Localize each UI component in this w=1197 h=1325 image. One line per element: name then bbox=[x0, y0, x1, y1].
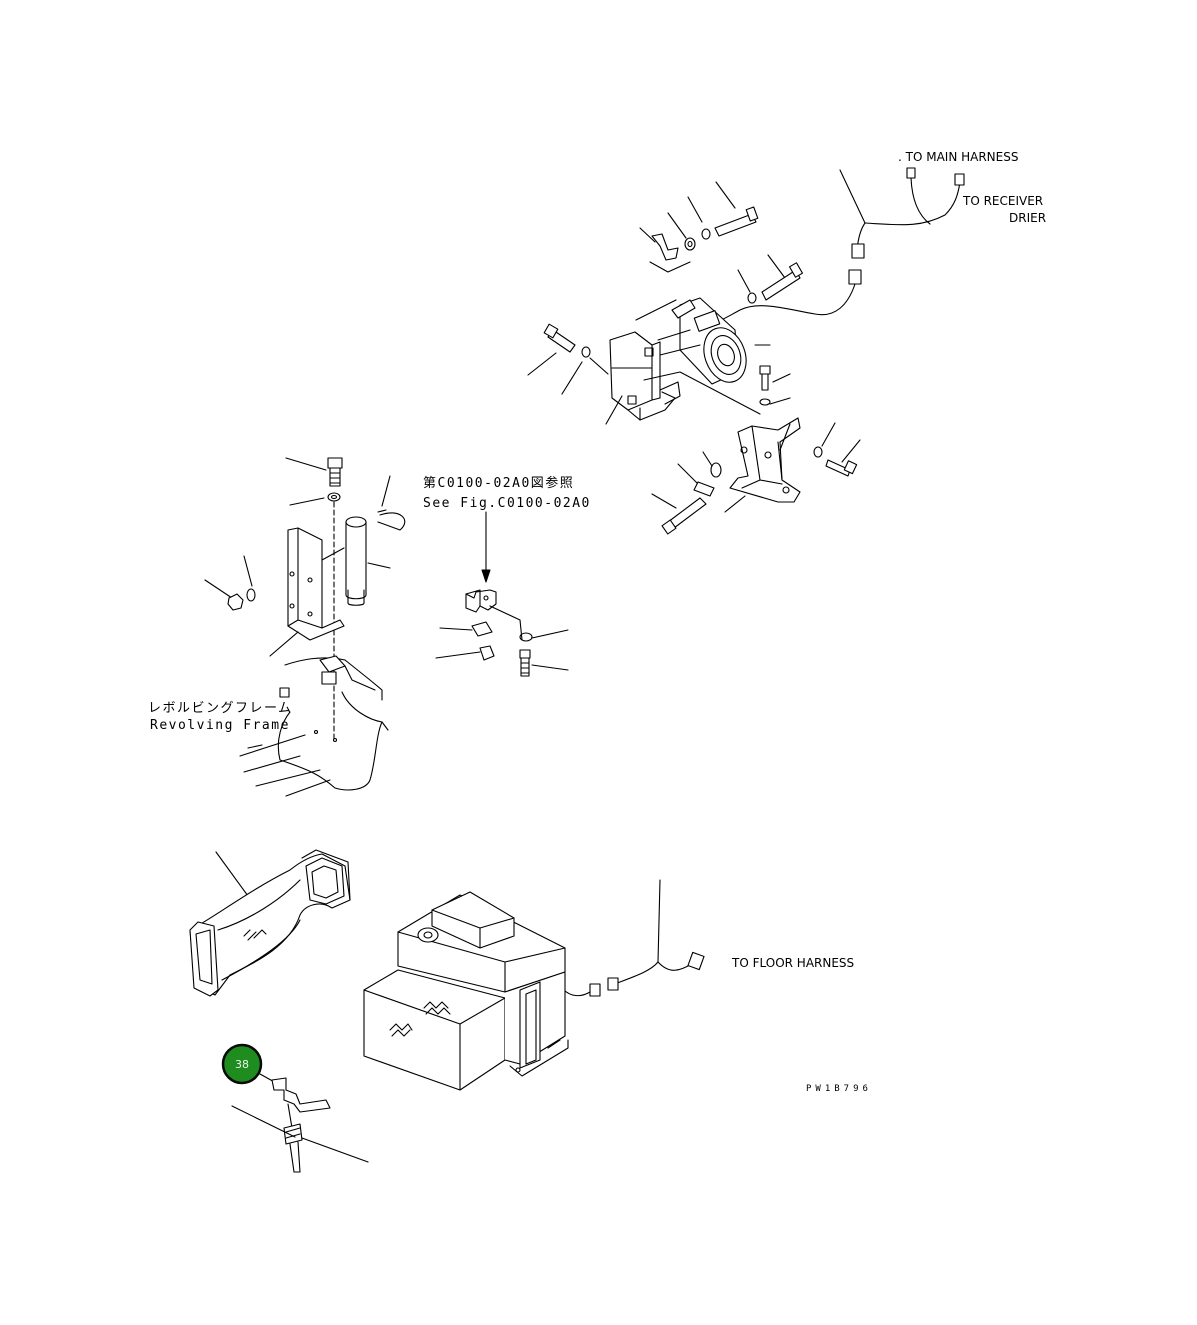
receiver-bracket-assembly bbox=[204, 457, 406, 797]
air-duct bbox=[189, 849, 351, 997]
to-floor-harness-label: TO FLOOR HARNESS bbox=[731, 956, 854, 970]
revolving-frame-en-label: Revolving Frame bbox=[150, 718, 290, 733]
air-conditioner-unit bbox=[363, 879, 705, 1091]
drawing-code-label: PW1B796 bbox=[806, 1084, 872, 1094]
callout-38-number: 38 bbox=[235, 1058, 249, 1071]
hose-fitting bbox=[231, 1073, 369, 1173]
see-fig-jp-label: 第C0100-02A0図参照 bbox=[423, 475, 574, 491]
small-bracket-assembly bbox=[435, 511, 569, 677]
to-receiver-label: TO RECEIVER bbox=[962, 194, 1043, 208]
to-main-harness-label: . TO MAIN HARNESS bbox=[898, 150, 1018, 164]
see-fig-en-label: See Fig.C0100-02A0 bbox=[423, 496, 591, 511]
to-receiver-drier-label: DRIER bbox=[1009, 211, 1046, 225]
compressor-assembly bbox=[527, 167, 965, 535]
callout-38-badge[interactable]: 38 bbox=[221, 1043, 263, 1085]
revolving-frame-jp-label: レボルビングフレーム bbox=[148, 701, 293, 716]
